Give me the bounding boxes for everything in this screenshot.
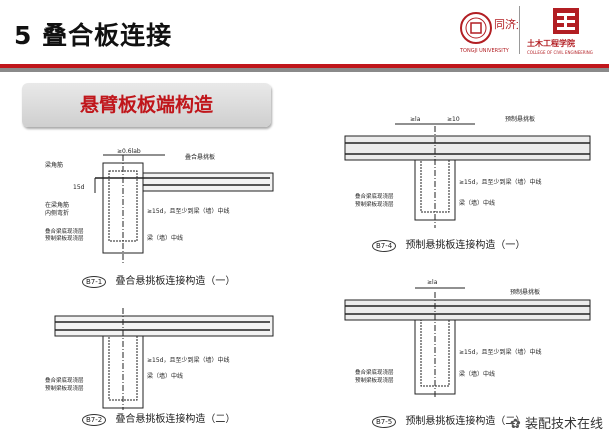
b72-caption-row: B7-2 叠合悬挑板连接构造（二） xyxy=(82,410,236,426)
b72-left5: 叠合梁底现浇层 xyxy=(45,376,84,384)
b74-top-label: 预制悬挑板 xyxy=(505,115,535,123)
watermark: ✿ 装配技术在线 xyxy=(510,413,603,432)
b74-top-dim: ≥la xyxy=(410,116,421,123)
b75-caption: 预制悬挑板连接构造（二） xyxy=(405,416,526,427)
tongji-seal-icon: 同济大学 TONGJI UNIVERSITY xyxy=(459,12,538,54)
b75-right2: 梁（墙）中线 xyxy=(459,370,495,378)
b75-caption-row: B7-5 预制悬挑板连接构造（二） xyxy=(372,412,526,428)
header-grey-rule xyxy=(0,68,609,72)
b75-left5: 叠合梁底现浇层 xyxy=(355,368,394,376)
tongji-logo: 同济大学 TONGJI UNIVERSITY xyxy=(458,6,538,58)
b75-left6: 预制梁板现浇层 xyxy=(355,376,394,384)
b71-left6: 预制梁板现浇层 xyxy=(45,234,84,242)
civil-college-sub: COLLEGE OF CIVIL ENGINEERING xyxy=(527,50,593,55)
b71-right2: 梁（墙）中线 xyxy=(147,234,183,242)
figure-b7-5: ≥la 预制悬挑板 叠合梁底现浇层 预制梁板现浇层 ≥15d，且至少到梁（墙）中… xyxy=(344,279,591,398)
wechat-icon: ✿ xyxy=(509,417,521,432)
b74-left6: 预制梁板现浇层 xyxy=(355,200,394,208)
b72-badge: B7-2 xyxy=(82,414,107,426)
tongji-sub: TONGJI UNIVERSITY xyxy=(459,48,510,54)
b71-left1: 梁角筋 xyxy=(45,161,63,169)
civil-college-logo: 土木工程学院 COLLEGE OF CIVIL ENGINEERING xyxy=(525,6,605,58)
watermark-text: 装配技术在线 xyxy=(524,417,603,432)
b71-badge: B7-1 xyxy=(82,276,107,288)
b71-left2: 15d xyxy=(73,184,85,191)
b71-top-label: 叠合悬挑板 xyxy=(185,153,215,161)
b72-left6: 预制梁板现浇层 xyxy=(45,384,84,392)
b71-left4: 内侧弯折 xyxy=(45,209,69,217)
figure-b7-1: ≥0.6lab 叠合悬挑板 梁角筋 15d 在梁角筋 内侧弯折 叠合梁底现浇层 … xyxy=(45,148,274,265)
b74-caption: 预制悬挑板连接构造（一） xyxy=(405,240,526,251)
figure-b7-2: 叠合梁底现浇层 预制梁板现浇层 ≥15d，且至少到梁（墙）中线 梁（墙）中线 xyxy=(45,308,274,410)
logo-divider xyxy=(519,6,520,54)
b71-top-dim: ≥0.6lab xyxy=(117,148,141,155)
b71-caption: 叠合悬挑板连接构造（一） xyxy=(115,276,236,287)
b72-right1: ≥15d，且至少到梁（墙）中线 xyxy=(147,356,229,364)
b72-caption: 叠合悬挑板连接构造（二） xyxy=(115,414,236,425)
b72-right2: 梁（墙）中线 xyxy=(147,372,183,380)
b74-right1: ≥15d，且至少到梁（墙）中线 xyxy=(459,178,541,186)
figure-b7-4: ≥la ≥10 预制悬挑板 叠合梁底现浇层 预制梁板现浇层 ≥15d，且至少到梁… xyxy=(344,115,591,228)
b71-caption-row: B7-1 叠合悬挑板连接构造（一） xyxy=(82,272,236,288)
b75-top-dim: ≥la xyxy=(427,279,438,286)
tongji-name: 同济大学 xyxy=(494,17,518,31)
civil-college-name: 土木工程学院 xyxy=(527,38,575,48)
slide-header: 5 叠合板连接 同济大学 TONGJI UNIVERSITY 土木工程学院 CO… xyxy=(0,0,609,70)
b71-right1: ≥15d，且至少到梁（墙）中线 xyxy=(147,207,229,215)
b74-top-dim2: ≥10 xyxy=(447,116,460,123)
header-red-rule xyxy=(0,64,609,68)
section-title: 5 叠合板连接 xyxy=(14,21,173,50)
b71-left3: 在梁角筋 xyxy=(45,201,69,209)
b74-left5: 叠合梁底现浇层 xyxy=(355,192,394,200)
b74-right2: 梁（墙）中线 xyxy=(459,199,495,207)
civil-college-emblem-icon: 土木工程学院 COLLEGE OF CIVIL ENGINEERING xyxy=(527,8,593,55)
b71-left5: 叠合梁底现浇层 xyxy=(45,227,84,235)
slide-subtitle: 悬臂板板端构造 xyxy=(22,83,271,127)
b75-right1: ≥15d，且至少到梁（墙）中线 xyxy=(459,348,541,356)
b74-caption-row: B7-4 预制悬挑板连接构造（一） xyxy=(372,236,526,252)
b75-badge: B7-5 xyxy=(372,416,397,428)
b74-badge: B7-4 xyxy=(372,240,397,252)
b75-top-label: 预制悬挑板 xyxy=(510,288,540,296)
